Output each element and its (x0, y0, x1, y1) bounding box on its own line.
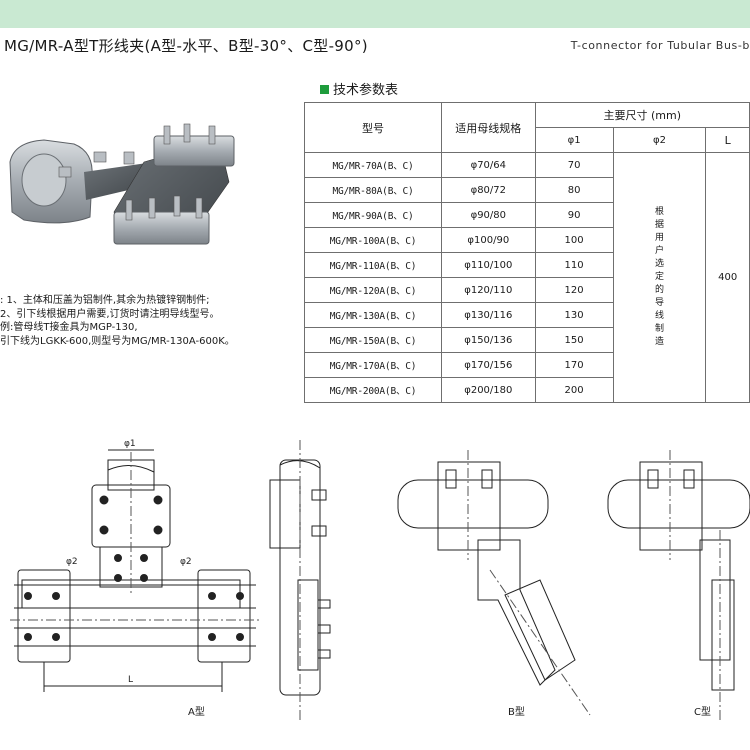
cell-model: MG/MR-70A(B、C) (303, 152, 443, 178)
cell-bus: φ100/90 (441, 227, 536, 253)
drawing-type-a (10, 449, 262, 692)
cell-model: MG/MR-150A(B、C) (303, 327, 443, 353)
cell-model: MG/MR-90A(B、C) (303, 202, 443, 228)
cell-phi1: 130 (534, 302, 614, 328)
page-title-english: T-connector for Tubular Bus-b (570, 39, 750, 52)
spec-section-title: 技术参数表 (333, 83, 399, 98)
notes-block: : 1、主体和压盖为铝制件,其余为热镀锌钢制件; 2、引下线根据用户需要,订货时… (0, 294, 235, 348)
cell-phi1: 100 (534, 227, 614, 253)
table-row: MG/MR-70A(B、C) φ70/64 70 根据用户选定的导线制造 400 (303, 152, 750, 403)
note-line: : 1、主体和压盖为铝制件,其余为热镀锌钢制件; (0, 295, 210, 306)
drawing-type-c (607, 450, 750, 720)
cell-phi1: 150 (534, 327, 614, 353)
drawing-type-b (397, 450, 591, 716)
spec-table: 型号 适用母线规格 主要尺寸 (mm) φ1 φ2 L MG/MR-70A(B、… (303, 102, 750, 403)
drawing-side-view (269, 440, 331, 720)
lower-terminal (113, 211, 210, 245)
bolt-icons (58, 123, 216, 221)
top-color-strip (0, 0, 750, 28)
dim-phi2-left-label: φ2 (66, 557, 78, 567)
green-square-icon (320, 85, 329, 94)
col-header-bus: 适用母线规格 (441, 102, 536, 153)
note-line: 引下线为LGKK-600,则型号为MG/MR-130A-600K。 (0, 335, 235, 347)
dim-L-label: L (128, 675, 133, 685)
page-title: MG/MR-A型T形线夹(A型-水平、B型-30°、C型-90°) (4, 37, 368, 55)
note-line: 例:管母线T接金具为MGP-130, (0, 322, 138, 333)
cell-L-value: 400 (705, 152, 750, 403)
cell-phi1: 110 (534, 252, 614, 278)
col-header-main-dimensions: 主要尺寸 (mm) (534, 102, 750, 128)
note-line: 2、引下线根据用户需要,订货时请注明导线型号。 (0, 308, 220, 320)
caption-type-b: B型 (508, 707, 525, 718)
dim-phi2-right-label: φ2 (180, 557, 192, 567)
caption-type-a: A型 (188, 707, 205, 718)
cell-model: MG/MR-200A(B、C) (303, 377, 443, 403)
caption-type-c: C型 (694, 707, 711, 718)
cell-model: MG/MR-100A(B、C) (303, 227, 443, 253)
cell-phi1: 170 (534, 352, 614, 378)
technical-drawings: φ1 φ2 φ2 L (10, 439, 750, 720)
cell-bus: φ120/110 (441, 277, 536, 303)
spec-section-heading: 技术参数表 (320, 79, 398, 98)
cell-bus: φ170/156 (441, 352, 536, 378)
product-photo (9, 123, 235, 245)
cell-model: MG/MR-130A(B、C) (303, 302, 443, 328)
cell-bus: φ90/80 (441, 202, 536, 228)
cell-phi1: 80 (534, 177, 614, 203)
cell-bus: φ200/180 (441, 377, 536, 403)
col-header-phi2: φ2 (612, 127, 707, 153)
cell-bus: φ110/100 (441, 252, 536, 278)
cell-model: MG/MR-170A(B、C) (303, 352, 443, 378)
cell-phi2-note: 根据用户选定的导线制造 (612, 152, 707, 403)
col-header-phi1: φ1 (534, 127, 614, 153)
cell-phi1: 70 (534, 152, 614, 178)
cell-model: MG/MR-80A(B、C) (303, 177, 443, 203)
cell-bus: φ130/116 (441, 302, 536, 328)
cell-phi1: 200 (534, 377, 614, 403)
col-header-model: 型号 (303, 102, 443, 153)
bus-bore (21, 153, 67, 207)
cell-bus: φ150/136 (441, 327, 536, 353)
col-header-L: L (705, 127, 750, 153)
cell-model: MG/MR-120A(B、C) (303, 277, 443, 303)
cell-bus: φ70/64 (441, 152, 536, 178)
phi2-note-text: 根据用户选定的导线制造 (654, 207, 664, 347)
cell-phi1: 90 (534, 202, 614, 228)
cell-bus: φ80/72 (441, 177, 536, 203)
connector-arm (84, 162, 154, 200)
dim-phi1-label: φ1 (124, 439, 136, 449)
cell-phi1: 120 (534, 277, 614, 303)
cell-model: MG/MR-110A(B、C) (303, 252, 443, 278)
